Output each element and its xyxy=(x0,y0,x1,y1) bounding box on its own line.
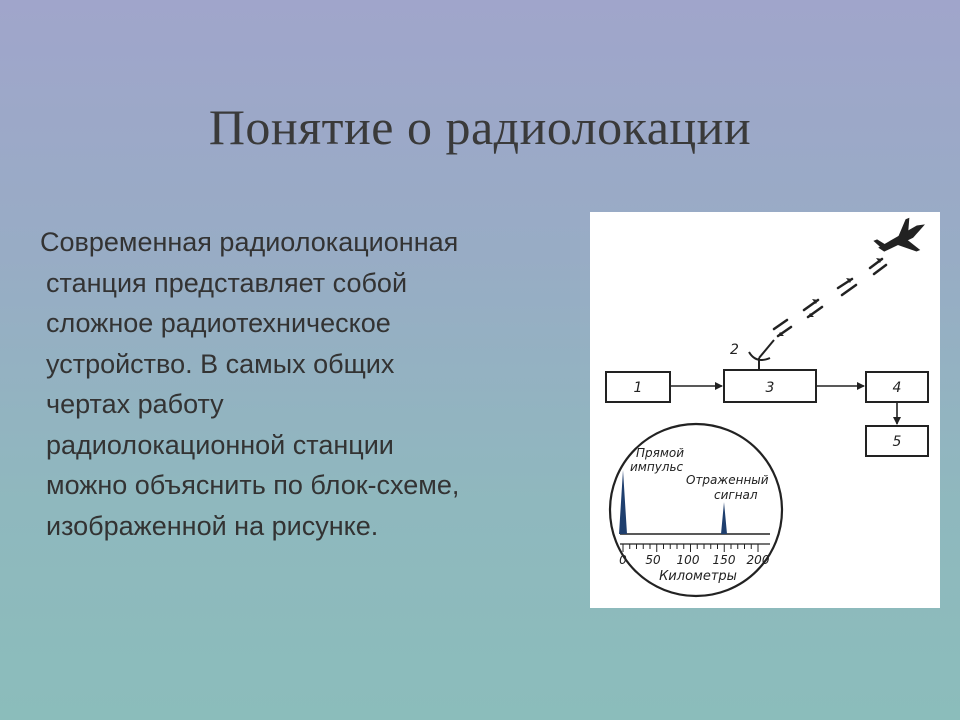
scale-tick-label: 200 xyxy=(747,553,770,567)
scale-tick-label: 50 xyxy=(645,553,661,567)
body-line: чертах работу xyxy=(46,389,224,419)
oscilloscope-screen xyxy=(608,422,784,598)
scale-axis-label: Километры xyxy=(659,569,737,584)
slide-body-text: Современная радиолокационная станция пре… xyxy=(40,222,606,546)
scale-ticks xyxy=(622,544,759,552)
scale-tick-label: 0 xyxy=(619,553,627,567)
direct-pulse-label: импульс xyxy=(630,460,684,474)
body-line: радиолокационной станции xyxy=(46,429,394,460)
wave-arrowheads xyxy=(778,258,882,336)
antenna-label: 2 xyxy=(730,342,739,358)
aircraft-icon xyxy=(873,217,925,252)
radar-diagram-svg: 2 1 3 4 5 xyxy=(590,212,940,608)
antenna-icon xyxy=(748,339,775,370)
block-1-label: 1 xyxy=(634,380,643,396)
slide-title: Понятие о радиолокации xyxy=(208,99,752,155)
direct-pulse-label: Прямой xyxy=(636,446,684,460)
block-3-label: 3 xyxy=(766,380,775,396)
scale-tick-label: 100 xyxy=(677,553,700,567)
body-line: Современная радиолокационная xyxy=(40,227,459,257)
block-5 xyxy=(865,425,929,457)
body-line: изображенной на рисунке. xyxy=(46,510,379,541)
block-3 xyxy=(723,369,817,403)
block-1 xyxy=(605,371,671,403)
body-line: можно объяснить по блок-схеме, xyxy=(46,470,460,500)
radar-block-diagram: 2 1 3 4 5 xyxy=(590,212,940,608)
direct-pulse xyxy=(619,470,627,534)
block-4-label: 4 xyxy=(893,380,902,396)
body-line: станция представляет собой xyxy=(46,267,408,298)
reflected-signal-label: Отраженный xyxy=(686,473,769,487)
reflected-pulse xyxy=(721,502,727,534)
body-line: сложное радиотехническое xyxy=(46,308,391,338)
body-line: устройство. В самых общих xyxy=(46,348,395,379)
reflected-signal-label: сигнал xyxy=(714,488,758,502)
scale-tick-label: 150 xyxy=(713,553,736,567)
block-5-label: 5 xyxy=(893,434,902,450)
